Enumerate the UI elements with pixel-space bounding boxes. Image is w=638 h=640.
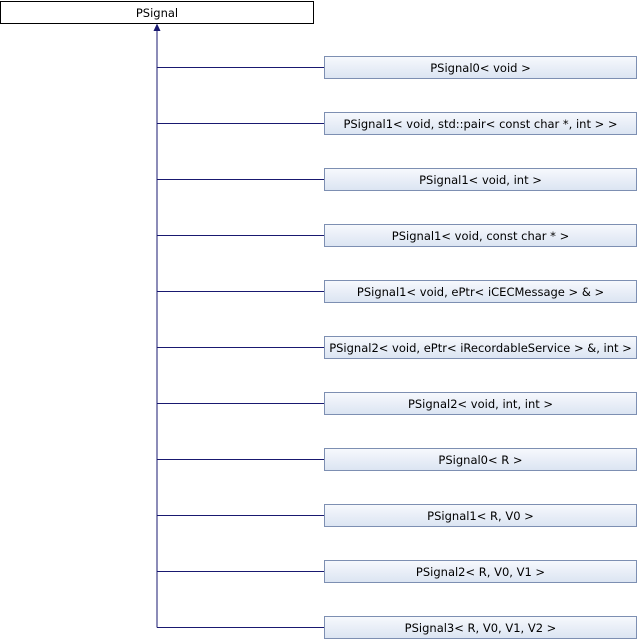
derived-class-node[interactable]: PSignal0< void >	[324, 56, 637, 79]
derived-class-box	[324, 168, 637, 191]
derived-class-label: PSignal2< R, V0, V1 >	[416, 565, 545, 579]
inheritance-arrowhead	[153, 23, 161, 31]
derived-class-node[interactable]: PSignal1< R, V0 >	[324, 504, 637, 527]
derived-class-label: PSignal3< R, V0, V1, V2 >	[405, 621, 557, 635]
derived-class-box	[324, 504, 637, 527]
derived-class-label: PSignal2< void, ePtr< iRecordableService…	[329, 341, 632, 355]
derived-class-node[interactable]: PSignal0< R >	[324, 448, 637, 471]
derived-class-box	[324, 392, 637, 415]
derived-class-box	[324, 616, 637, 639]
derived-class-box	[324, 336, 637, 359]
derived-class-node[interactable]: PSignal1< void, int >	[324, 168, 637, 191]
derived-class-node[interactable]: PSignal2< void, int, int >	[324, 392, 637, 415]
base-class-node[interactable]: PSignal	[0, 1, 314, 24]
derived-class-label: PSignal0< void >	[430, 61, 531, 75]
derived-class-box	[324, 280, 637, 303]
derived-class-node[interactable]: PSignal3< R, V0, V1, V2 >	[324, 616, 637, 639]
derived-class-node[interactable]: PSignal2< R, V0, V1 >	[324, 560, 637, 583]
derived-class-label: PSignal2< void, int, int >	[408, 397, 553, 411]
derived-class-nodes: PSignal0< void >PSignal1< void, std::pai…	[324, 56, 637, 639]
derived-class-label: PSignal1< void, int >	[419, 173, 542, 187]
derived-class-box	[324, 224, 637, 247]
derived-class-box	[324, 448, 637, 471]
derived-class-label: PSignal1< void, ePtr< iCECMessage > & >	[357, 285, 604, 299]
inheritance-edges	[156, 30, 325, 628]
derived-class-box	[324, 112, 637, 135]
base-class-label: PSignal	[136, 6, 178, 20]
derived-class-label: PSignal0< R >	[438, 453, 522, 467]
derived-class-label: PSignal1< void, const char * >	[392, 229, 569, 243]
derived-class-node[interactable]: PSignal1< void, ePtr< iCECMessage > & >	[324, 280, 637, 303]
derived-class-box	[324, 560, 637, 583]
derived-class-node[interactable]: PSignal1< void, const char * >	[324, 224, 637, 247]
derived-class-node[interactable]: PSignal2< void, ePtr< iRecordableService…	[324, 336, 637, 359]
derived-class-label: PSignal1< void, std::pair< const char *,…	[343, 117, 617, 131]
derived-class-box	[324, 56, 637, 79]
derived-class-label: PSignal1< R, V0 >	[427, 509, 534, 523]
derived-class-node[interactable]: PSignal1< void, std::pair< const char *,…	[324, 112, 637, 135]
